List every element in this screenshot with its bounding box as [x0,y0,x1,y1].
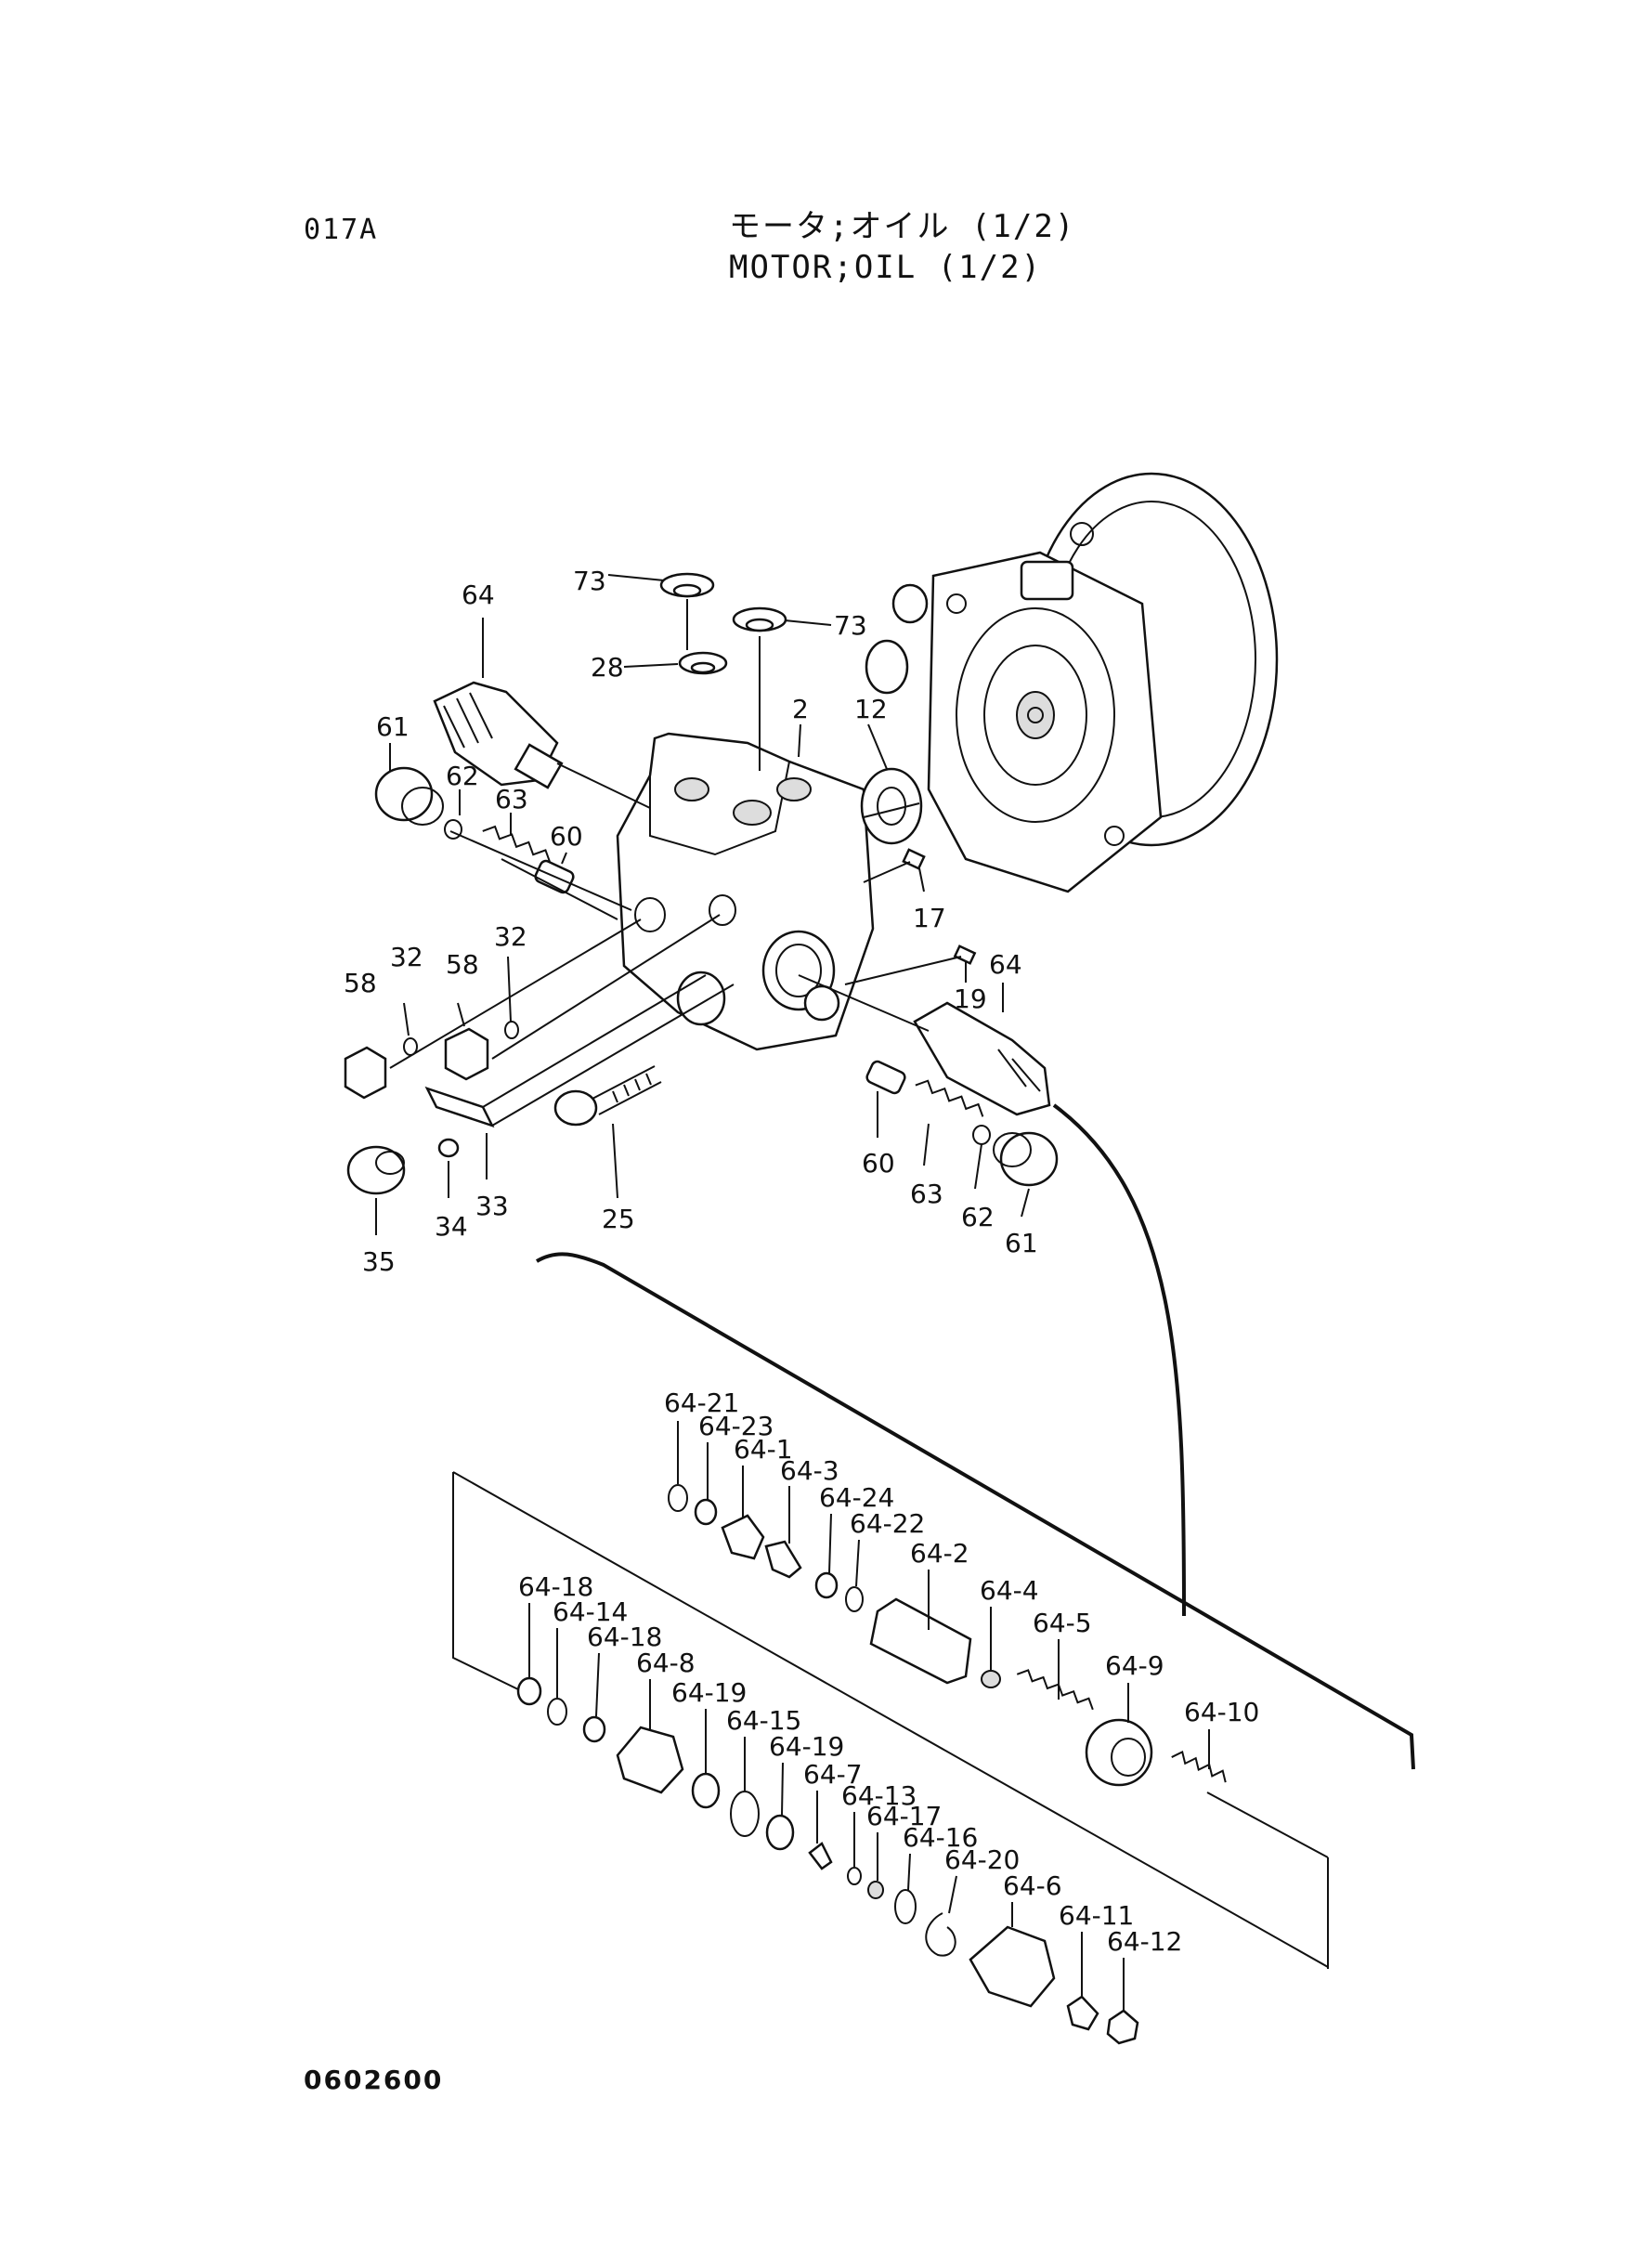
callout-64-6: 64-6 [1003,1870,1062,1901]
callout-64-2: 64-2 [910,1538,969,1569]
callout-62-lower: 62 [961,1202,995,1232]
callout-58-right: 58 [446,949,479,980]
o-ring-32-right [504,1021,519,1039]
callout-32-right: 32 [494,921,527,952]
plug-35 [346,1145,406,1195]
plate-33 [424,1086,495,1128]
relief-valve-lower [913,1001,1051,1116]
detail-boundary-left [452,1472,521,1691]
detail-leaders [528,1421,1210,2011]
callout-64-19-b: 64-19 [769,1731,844,1762]
callout-25: 25 [602,1204,635,1234]
callout-2: 2 [792,694,809,724]
callout-64-8: 64-8 [636,1648,696,1678]
detail-boundary-top [535,1252,1415,1770]
plug-61-upper [374,766,434,822]
callout-60-lower: 60 [862,1148,895,1179]
callout-64-15: 64-15 [726,1705,801,1736]
callout-19: 19 [954,984,987,1014]
callout-28: 28 [591,652,624,683]
spring-63-upper [482,825,552,864]
pin-19 [953,945,977,965]
leader-lines [375,574,1030,1235]
callout-64-5: 64-5 [1033,1608,1092,1638]
callout-64-7: 64-7 [803,1759,863,1790]
spring-63-lower [915,1079,984,1117]
pin-17 [902,848,926,870]
o-ring-62-lower [972,1125,991,1145]
callout-64-3: 64-3 [780,1455,839,1486]
bearing [860,767,923,845]
callout-63-upper: 63 [495,784,528,814]
callout-64-19-a: 64-19 [671,1677,747,1708]
callout-64-16: 64-16 [903,1822,978,1853]
callout-64-13: 64-13 [841,1780,917,1811]
motor-housing [865,472,1279,893]
callout-64-4: 64-4 [980,1575,1039,1606]
callout-34: 34 [435,1211,468,1242]
callout-32-left: 32 [390,942,423,972]
callout-61-lower: 61 [1005,1228,1038,1258]
callout-62-upper: 62 [446,761,479,791]
callout-64-18-a: 64-18 [518,1571,593,1602]
valve-body [616,732,875,1051]
callout-63-lower: 63 [910,1179,943,1209]
callout-61-upper: 61 [376,711,410,742]
relief-valve-upper [433,681,564,789]
callout-64-21: 64-21 [664,1388,739,1418]
detail-link-curve [1052,1103,1186,1617]
callout-64-17: 64-17 [866,1801,942,1831]
plug-58-left [344,1046,387,1100]
callout-17: 17 [913,903,946,933]
callout-58-left: 58 [344,968,377,998]
o-ring-62-upper [444,819,462,840]
screw-34 [437,1138,460,1158]
callout-64-23: 64-23 [698,1411,774,1441]
bolt-25 [553,1065,662,1127]
callout-64-12: 64-12 [1107,1926,1182,1957]
piston-60-lower [865,1060,906,1095]
plug-61-lower [999,1131,1059,1187]
callout-64-upper: 64 [462,580,495,610]
document-number: 0602600 [304,2065,444,2095]
callout-73-left: 73 [573,566,606,596]
callout-73-right: 73 [834,610,867,641]
title-japanese: モータ;オイル (1/2) [729,208,1076,245]
callout-64-22: 64-22 [850,1508,925,1539]
callout-35: 35 [362,1246,396,1277]
callout-64-24: 64-24 [819,1482,894,1513]
callout-60-upper: 60 [550,821,583,852]
callouts-main: 73 73 28 64 61 62 63 60 2 12 17 19 64 58… [344,566,1038,1277]
callouts-detail: 64-21 64-23 64-1 64-3 64-24 64-22 64-2 6… [518,1388,1259,1957]
callout-33: 33 [475,1191,509,1221]
callout-64-1: 64-1 [734,1434,793,1465]
title-english: MOTOR;OIL (1/2) [729,249,1043,286]
callout-64-9: 64-9 [1105,1650,1164,1681]
plug-58-right [444,1027,489,1081]
callout-64-11: 64-11 [1059,1900,1134,1931]
callout-64-10: 64-10 [1184,1697,1259,1727]
page-code: 017A [304,214,379,246]
callout-12: 12 [854,694,888,724]
callout-64-lower: 64 [989,949,1022,980]
detail-parts [516,1484,1329,2045]
callout-64-14: 64-14 [553,1596,628,1627]
callout-64-18-b: 64-18 [587,1622,662,1652]
callout-64-20: 64-20 [944,1844,1020,1875]
